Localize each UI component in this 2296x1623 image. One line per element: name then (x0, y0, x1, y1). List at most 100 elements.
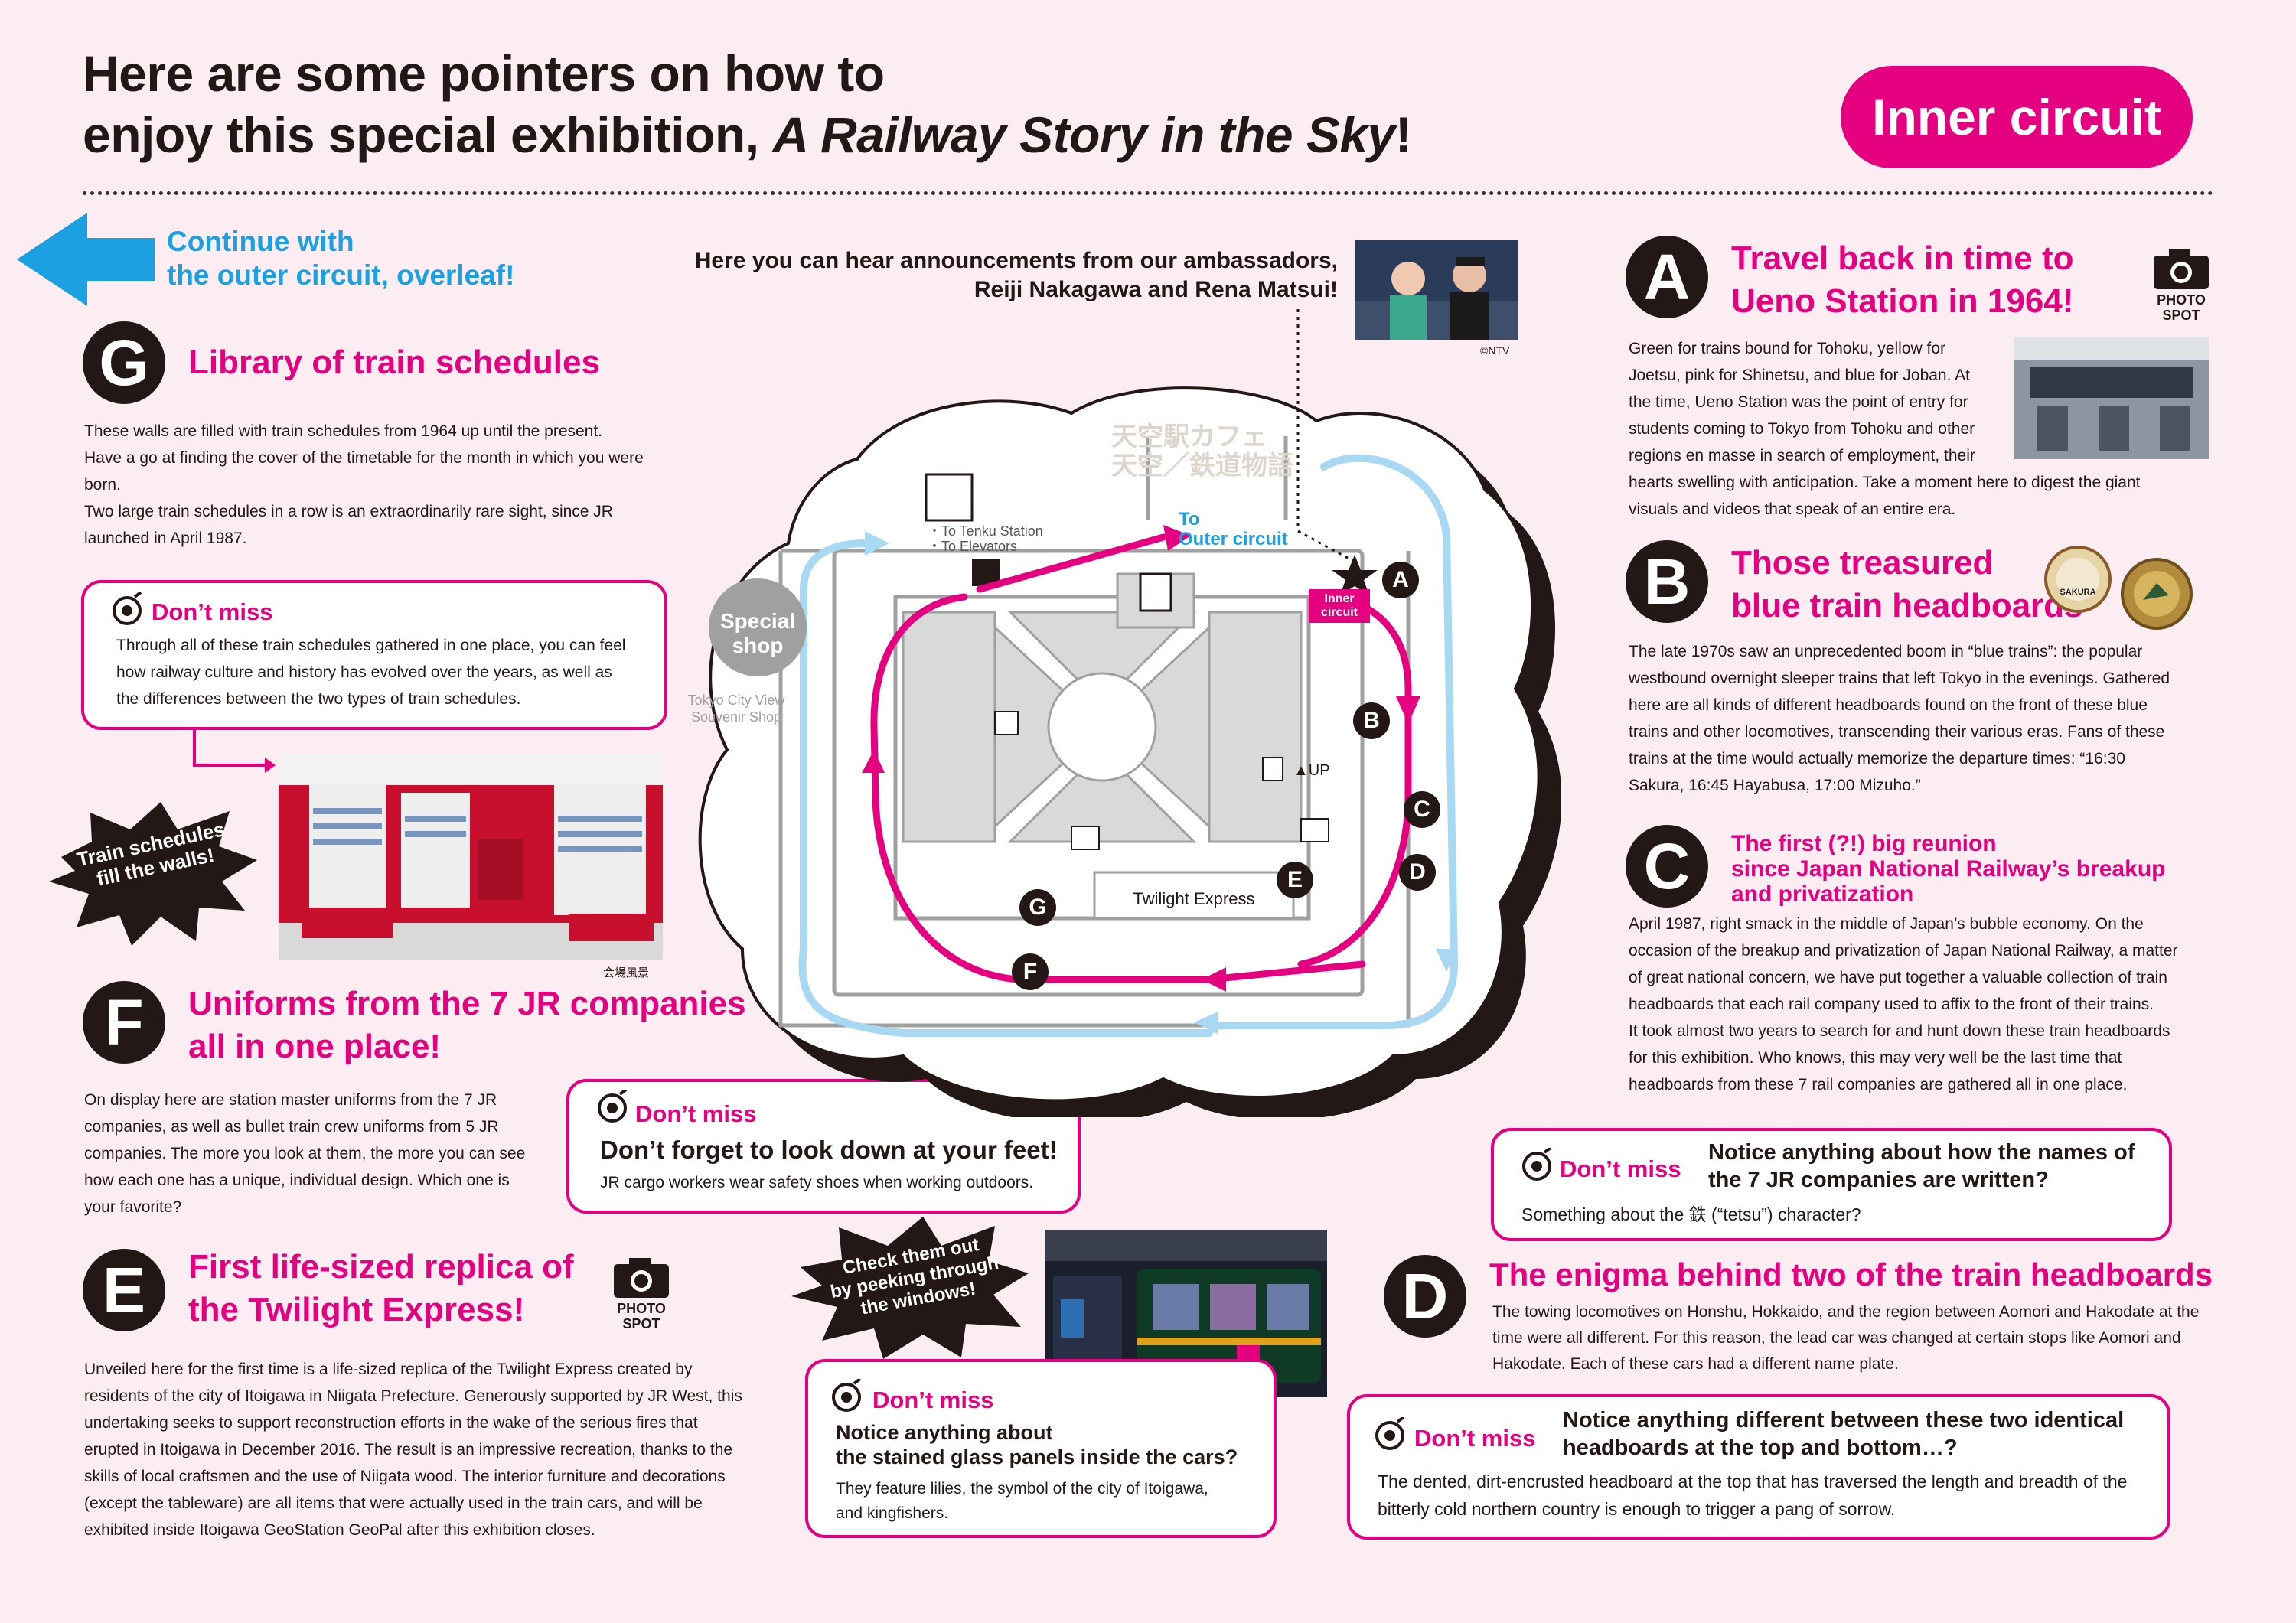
camera-icon (614, 1258, 669, 1298)
dontmiss-title-f: Don’t forget to look down at your feet! (600, 1136, 1058, 1164)
title-line: Travel back in time to (1731, 240, 2074, 277)
section-d-body: The towing locomotives on Honshu, Hokkai… (1492, 1299, 2199, 1377)
text-line: SPOT (622, 1316, 660, 1331)
section-badge-a: A (1626, 236, 1708, 318)
text-line: companies. The more you look at them, th… (84, 1145, 526, 1162)
map-marker-a: A (1392, 567, 1409, 592)
text-line: undertaking seeks to support reconstruct… (84, 1414, 698, 1432)
text-line: The towing locomotives on Honshu, Hokkai… (1492, 1303, 2200, 1321)
dontmiss-body-d: The dented, dirt-encrusted headboard at … (1378, 1468, 2127, 1523)
photo-caption: 会場風景 (603, 966, 650, 979)
ambassadors-photo (1355, 240, 1518, 340)
continue-line-2: the outer circuit, overleaf! (167, 259, 515, 291)
text-line: the differences between the two types of… (116, 690, 521, 708)
text-line: The dented, dirt-encrusted headboard at … (1378, 1471, 2128, 1491)
eye-icon (1375, 1417, 1405, 1450)
text-line: Sakura, 16:45 Hayabusa, 17:00 Mizuho.” (1629, 777, 1921, 794)
text-line: ・To Tenku Station (928, 523, 1043, 539)
dontmiss-label-c: Don’t miss (1560, 1155, 1681, 1182)
title-line-1: Here are some pointers on how to (83, 45, 885, 102)
text-line: the 7 JR companies are written? (1708, 1168, 2049, 1192)
text-line: Special (719, 609, 796, 633)
dontmiss-title-e: Notice anything about the stained glass … (836, 1420, 1238, 1469)
section-b-title: Those treasured blue train headboards (1731, 542, 2083, 627)
speech-burst-g (49, 802, 257, 946)
text-line: trains and other locomotives, transcendi… (1629, 723, 2165, 741)
inner-circuit-label: Inner circuit (1309, 592, 1370, 620)
text-line: skills of local craftsmen and the use of… (84, 1468, 726, 1485)
section-badge-e: E (83, 1249, 165, 1331)
dontmiss-title-c: Notice anything about how the names of t… (1708, 1139, 2135, 1194)
text-line: Reiji Nakagawa and Rena Matsui! (974, 277, 1338, 302)
twilight-express-label: Twilight Express (1133, 889, 1255, 908)
section-badge-d: D (1384, 1255, 1466, 1338)
text-line: of great national concern, we have put t… (1629, 969, 2167, 986)
title-line: since Japan National Railway’s breakup (1731, 856, 2166, 882)
text-line: circuit (1320, 606, 1358, 619)
text-line: shop (732, 634, 784, 657)
text-line: bitterly cold northern country is enough… (1378, 1499, 1896, 1519)
dontmiss-box-e (805, 1359, 1277, 1538)
dontmiss-body-e: They feature lilies, the symbol of the c… (836, 1477, 1208, 1526)
title-line-2: enjoy this special exhibition, A Railway… (83, 104, 1412, 165)
dontmiss-box-d (1347, 1394, 2170, 1540)
eye-icon (832, 1379, 862, 1412)
text-line: Through all of these train schedules gat… (116, 637, 626, 654)
section-d-title: The enigma behind two of the train headb… (1489, 1256, 2213, 1292)
text-line: westbound overnight sleeper trains that … (1629, 670, 2170, 687)
section-e-title: First life-sized replica of the Twilight… (188, 1246, 574, 1331)
dontmiss-label-g: Don’t miss (152, 598, 273, 625)
map-marker-f: F (1022, 959, 1038, 984)
library-photo (279, 754, 663, 960)
title-line: Uniforms from the 7 JR companies (188, 985, 746, 1022)
text-line: They feature lilies, the symbol of the c… (836, 1480, 1208, 1498)
text-line: Joetsu, pink for Shinetsu, and blue for … (1629, 367, 1970, 384)
to-outer-circuit: To Outer circuit (1179, 510, 1288, 549)
leader-line (1296, 309, 1355, 563)
speech-burst-e (791, 1217, 1029, 1359)
souvenir-shop-label: Tokyo City View Souvenir Shop (675, 692, 797, 725)
text-line: To (1179, 509, 1200, 530)
eye-icon (598, 1090, 628, 1123)
map-marker-c: C (1414, 797, 1430, 822)
text-line: exhibited inside Itoigawa GeoStation Geo… (84, 1521, 595, 1539)
dontmiss-box-g (81, 580, 667, 730)
section-f-title: Uniforms from the 7 JR companies all in … (188, 983, 746, 1068)
title-line: blue train headboards (1731, 587, 2083, 624)
text-line: Souvenir Shop (690, 709, 782, 725)
section-a-body: Green for trains bound for Tohoku, yello… (1629, 335, 2141, 523)
title-line: First life-sized replica of (188, 1248, 574, 1286)
text-line: Notice anything different between these … (1563, 1408, 2125, 1432)
map-marker-g: G (1029, 895, 1047, 920)
text-line: here are all kinds of different headboar… (1629, 696, 2148, 714)
text-line: Outer circuit (1179, 529, 1288, 549)
title-line-2-pre: enjoy this special exhibition, (83, 106, 773, 163)
dontmiss-body-f: JR cargo workers wear safety shoes when … (600, 1174, 1034, 1191)
photo-spot-e: PHOTO SPOT (605, 1301, 678, 1331)
text-line: companies, as well as bullet train crew … (84, 1118, 499, 1136)
text-line: headboards at the top and bottom…? (1563, 1436, 1958, 1460)
section-badge-c: C (1626, 825, 1708, 908)
map-marker-e: E (1287, 867, 1303, 892)
dontmiss-label-e: Don’t miss (872, 1387, 994, 1413)
text-line: Unveiled here for the first time is a li… (84, 1361, 693, 1378)
text-line: Hakodate. Each of these cars had a diffe… (1492, 1355, 1899, 1373)
text-line: 天空駅カフェ (1111, 422, 1267, 451)
dontmiss-label-d: Don’t miss (1414, 1425, 1536, 1452)
floor-map (698, 386, 1561, 1117)
section-g-body: These walls are filled with train schedu… (84, 418, 644, 552)
text-line: visuals and videos that speak of an enti… (1629, 500, 1956, 518)
sakura-label: SAKURA (2060, 588, 2096, 597)
title-line: and privatization (1731, 882, 1914, 907)
text-line: Have a go at finding the cover of the ti… (84, 449, 644, 467)
text-line: ・To Elevators (928, 539, 1018, 554)
dontmiss-label-f: Don’t miss (635, 1100, 757, 1127)
header-divider (83, 191, 2214, 195)
section-e-body: Unveiled here for the first time is a li… (84, 1356, 742, 1543)
text-line: the time, Ueno Station was the point of … (1629, 393, 1968, 411)
text-line: Notice anything about (836, 1421, 1053, 1444)
text-line: erupted in Itoigawa in December 2016. Th… (84, 1441, 733, 1458)
text-line: Tokyo City View (687, 693, 785, 708)
continue-outer-link[interactable]: Continue with the outer circuit, overlea… (167, 225, 514, 292)
text-line: residents of the city of Itoigawa in Nii… (84, 1387, 742, 1405)
